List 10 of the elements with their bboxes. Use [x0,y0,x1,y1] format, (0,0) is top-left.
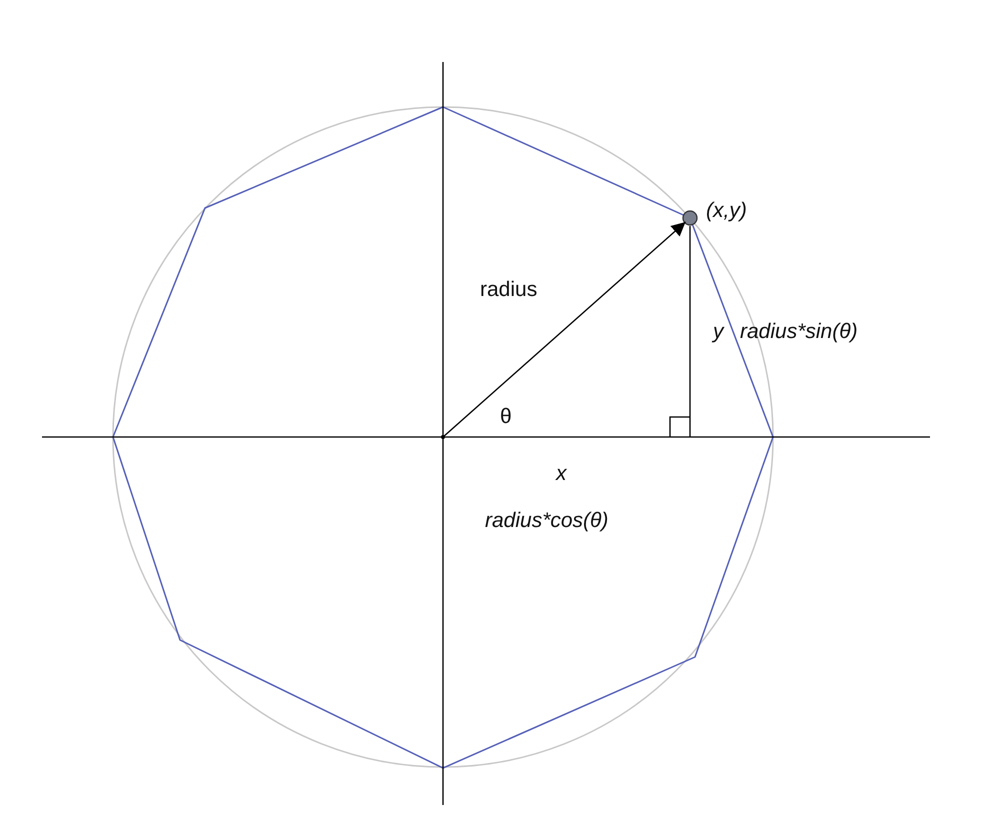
side-label: x [556,463,566,484]
point-marker [682,210,698,226]
radius-label: radius [480,279,538,300]
formula-label: radius*cos(θ) [485,510,608,531]
origin-point [441,435,445,439]
angle-label: θ [500,406,512,427]
arrow [443,222,686,437]
side-label: y [713,321,724,342]
formula-label: radius*sin(θ) [740,321,858,342]
point-label: (x,y) [706,200,747,221]
